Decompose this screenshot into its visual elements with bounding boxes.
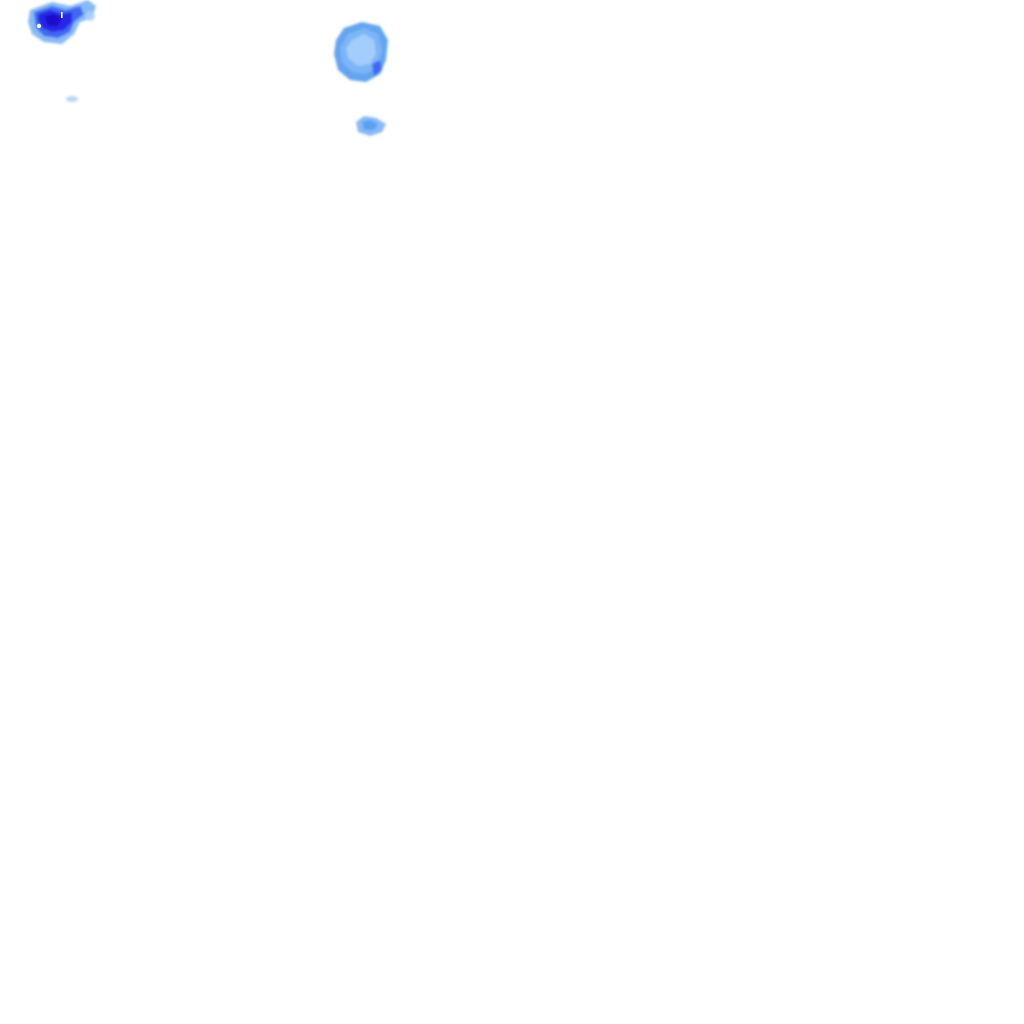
cell-light-center <box>346 34 376 66</box>
station-tick <box>61 12 63 18</box>
precip-cell-northwest <box>28 0 96 44</box>
cell-speck <box>66 96 78 102</box>
precip-cell-small-center <box>356 116 386 136</box>
cell-heavy-edge <box>372 60 382 76</box>
precip-cell-small-west <box>66 96 78 102</box>
cell-peak-core <box>44 14 62 26</box>
precip-cell-north-center <box>334 22 388 82</box>
station-marker <box>36 23 42 29</box>
cell-blob-core <box>362 120 378 130</box>
cell-light-spot <box>85 11 95 21</box>
